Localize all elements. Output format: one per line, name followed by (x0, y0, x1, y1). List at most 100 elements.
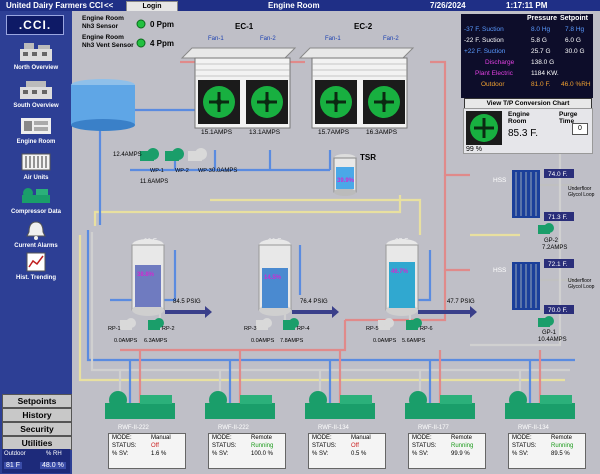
rp-2-amps: 6.3AMPS (144, 338, 168, 344)
vessel-2-level: 14.5% (264, 275, 282, 281)
sensor-1-line2: Nh3 Sensor (82, 23, 119, 30)
vessel-1-level: 38.8% (137, 272, 155, 278)
rp-3-label: RP-3 (244, 326, 257, 332)
nav-hist-trending[interactable]: Hist. Trending (2, 251, 70, 289)
wp-3-amps: 0.0AMPS (212, 168, 237, 174)
nav-south-overview[interactable]: South Overview (2, 79, 70, 117)
rp-1-label: RP-1 (108, 326, 121, 332)
air-unit-icon (21, 153, 51, 171)
app-title: United Dairy Farmers CCI (6, 1, 103, 10)
pressure-row: -22 F. Suction 5.8 G 6.0 G (464, 37, 581, 44)
compressor-4-status: MODE: STATUS: % SV: Remote Running 99.9 … (408, 433, 486, 469)
pump-icon (148, 318, 164, 330)
pressure-row: -37 F. Suction 8.0 Hg 7.8 Hg (464, 26, 585, 33)
compressor-1-mode: Manual (151, 435, 171, 441)
gp-2-label: GP-2 (544, 238, 559, 244)
nav-label: Engine Room (16, 139, 56, 145)
rp-6-amps: 5.6AMPS (402, 338, 426, 344)
nav-current-alarms[interactable]: Current Alarms (2, 219, 70, 257)
engine-room-label-1: Engine (508, 111, 530, 118)
receiver-tank (71, 79, 135, 131)
sidebar: .CCI. North Overview South Overview Engi… (0, 11, 72, 474)
building-icon (20, 43, 52, 61)
compressor-icon (22, 188, 50, 203)
compressor-5-name: RWF-II-134 (518, 425, 550, 431)
hss-1-label: HSS (493, 177, 507, 184)
compressor-1-name: RWF-II-222 (118, 425, 150, 431)
rp-2-label: RP-2 (162, 326, 175, 332)
compressor-5-sv: 89.5 % (551, 451, 570, 457)
alarm-bell-icon (26, 221, 46, 240)
rp-4-amps: 7.8AMPS (280, 338, 304, 344)
compressor-3-mode: Manual (351, 435, 371, 441)
vessel-3-psig: 47.7 PSIG (447, 299, 475, 305)
nav-north-overview[interactable]: North Overview (2, 41, 70, 79)
compressor-2-status: MODE: STATUS: % SV: Remote Running 100.0… (208, 433, 286, 469)
compressor-icon (505, 391, 575, 419)
pump-icon (120, 318, 136, 330)
compressor-5-status: MODE: STATUS: % SV: Remote Running 89.5 … (508, 433, 586, 469)
ec-1-fan-2-amps: 13.1AMPS (249, 129, 281, 136)
back-button[interactable]: << (104, 1, 114, 10)
setpoints-button[interactable]: Setpoints (2, 394, 72, 408)
ec-2-fan-2-amps: 16.3AMPS (366, 129, 398, 136)
evap-condenser-ec-1: EC-1 Fan-1 Fan-2 15.1AMPS 13.1AMPS (180, 22, 297, 136)
rh-label: % RH (46, 451, 62, 457)
wp-1-amps: 12.4AMPS (113, 152, 142, 158)
hx-2-temp-top: 72.1 F. (548, 261, 568, 268)
nav-compressor-data[interactable]: Compressor Data (2, 185, 70, 223)
vessel-3-level: 46.7% (391, 269, 409, 275)
vessel-plus22: +22 F. 38.8% 84.5 PSIG (131, 238, 212, 318)
recirc-pumps: RP-1 RP-2 RP-3 RP-4 RP-5 RP-6 0.0AMPS 6.… (108, 318, 433, 344)
compressor-icon (105, 391, 175, 419)
compressor-4-state: Running (451, 443, 474, 449)
outdoor-rh: 48.0 % (40, 462, 66, 469)
compressor-3-state: Off (351, 443, 359, 449)
pressure-row: +22 F. Suction 25.7 G 30.0 G (464, 48, 585, 55)
nav-label: Current Alarms (14, 243, 58, 249)
nav-label: Hist. Trending (15, 275, 56, 281)
security-button[interactable]: Security (2, 422, 72, 436)
history-button[interactable]: History (2, 408, 72, 422)
sensor-1-line1: Engine Room (82, 15, 124, 22)
glycol-heat-exchanger-1: 74.0 F. Underfloor Glycol Loop 71.3 F. G… (512, 169, 595, 251)
water-pumps: WP-1 WP-2 WP-3 12.4AMPS 11.6AMPS 0.0AMPS (113, 148, 237, 185)
tsr-label: TSR (360, 153, 376, 162)
outdoor-conditions: Outdoor % RH 81 F 48.0 % (2, 449, 70, 473)
pump-icon (538, 223, 554, 234)
compressor-2-sv: 100.0 % (251, 451, 274, 457)
trend-chart-icon (26, 252, 46, 272)
engine-room-icon (21, 118, 51, 134)
rp-5-label: RP-5 (366, 326, 379, 332)
date: 7/26/2024 (430, 1, 466, 10)
glycol-heat-exchanger-2: 72.1 F. Underfloor Glycol Loop 70.0 F. G… (512, 259, 595, 343)
nav-engine-room[interactable]: Engine Room (2, 115, 70, 153)
hss-2-label: HSS (493, 267, 507, 274)
rp-3-amps: 0.0AMPS (251, 338, 275, 344)
compressor-units: RWF-II-222 RWF-II-222 RWF-II-134 RWF-II-… (105, 391, 575, 431)
purge-time-value[interactable]: 0 (572, 123, 588, 135)
tsr-level: 39.9% (337, 178, 355, 184)
pressure-row: Plant Electric 1184 KW. (475, 70, 559, 77)
compressor-4-sv: 99.9 % (451, 451, 470, 457)
sensor-1-value: 0 Ppm (150, 20, 174, 29)
pressure-header: Pressure (527, 15, 557, 22)
hx-1-loop-line2: Glycol Loop (568, 192, 595, 198)
vessel-2-psig: 76.4 PSIG (300, 299, 328, 305)
rp-4-label: RP-4 (297, 326, 310, 332)
engine-room-label-2: Room (508, 118, 527, 125)
vessel-minus22: -22 F. 14.5% 76.4 PSIG (258, 238, 339, 318)
compressor-4-name: RWF-II-177 (418, 425, 450, 431)
evap-condenser-ec-2: EC-2 Fan-1 Fan-2 15.7AMPS 16.3AMPS (298, 22, 415, 136)
hx-2-temp-bottom: 70.0 F. (548, 307, 568, 314)
time: 1:17:11 PM (506, 1, 548, 10)
nh3-vent-sensor-status-icon (136, 38, 146, 48)
hx-1-temp-bottom: 71.3 F. (548, 214, 568, 221)
water-pump-icon (188, 148, 207, 161)
vessel-minus37: -37 F. 46.7% 47.7 PSIG (385, 238, 477, 318)
pump-icon (538, 316, 554, 327)
pump-icon (406, 318, 422, 330)
pump-icon (283, 318, 299, 330)
nav-air-units[interactable]: Air Units (2, 151, 70, 189)
